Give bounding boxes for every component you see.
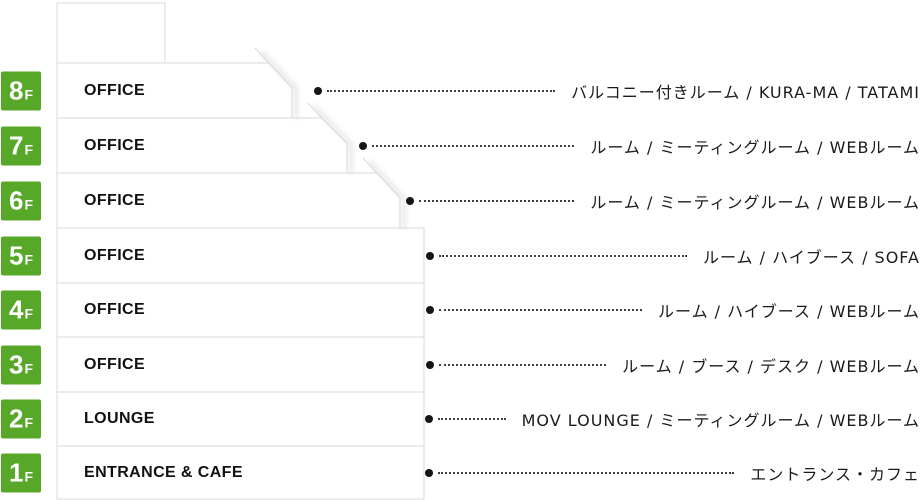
leader-line <box>438 471 735 474</box>
floor-number: 4 <box>8 294 24 325</box>
floor-suffix: F <box>24 86 34 102</box>
leader-line <box>419 199 575 202</box>
floor-slabs <box>56 2 425 500</box>
slab-1f <box>56 445 425 500</box>
leader: ルーム / ミーティングルーム / WEBルーム <box>406 189 920 213</box>
floor-number: 8 <box>8 75 24 105</box>
floor-suffix: F <box>24 251 34 267</box>
leader-dot <box>425 415 433 423</box>
leader-line <box>439 309 643 311</box>
leader: ルーム / ハイブース / WEBルーム <box>426 298 920 322</box>
slab-3f <box>56 336 425 393</box>
floor-number: 1 <box>8 457 24 487</box>
floor-description: ルーム / ブース / デスク / WEBルーム <box>622 356 920 376</box>
leader-line <box>439 254 688 257</box>
setback-diagonals <box>254 47 378 174</box>
leader-dot <box>359 141 367 150</box>
floor-label: LOUNGE <box>84 410 155 427</box>
leader-line <box>439 363 607 366</box>
leader: MOV LOUNGE / ミーティングルーム / WEBルーム <box>425 407 920 431</box>
leader: ルーム / ブース / デスク / WEBルーム <box>426 353 920 377</box>
floor-description: ルーム / ミーティングルーム / WEBルーム <box>590 137 920 157</box>
floor-description: ルーム / ミーティングルーム / WEBルーム <box>590 192 920 212</box>
floor-description: ルーム / ハイブース / WEBルーム <box>658 302 920 321</box>
leader: ルーム / ミーティングルーム / WEBルーム <box>359 134 920 158</box>
leader: バルコニー付きルーム / KURA-MA / TATAMI <box>314 79 920 103</box>
slab-5f <box>56 227 425 284</box>
floor-description: MOV LOUNGE / ミーティングルーム / WEBルーム <box>521 411 920 430</box>
leader-dot <box>426 306 434 314</box>
slab-2f <box>56 391 425 447</box>
floor-suffix: F <box>24 196 34 212</box>
floor-label: OFFICE <box>84 301 146 318</box>
floor-label: OFFICE <box>84 81 146 99</box>
floor-label: ENTRANCE & CAFE <box>84 463 243 481</box>
floor-label: OFFICE <box>84 191 146 209</box>
floor-suffix: F <box>24 468 34 484</box>
leader-line <box>372 144 575 147</box>
floor-description: ルーム / ハイブース / SOFA <box>703 247 920 267</box>
floor-suffix: F <box>24 141 34 157</box>
floor-label: OFFICE <box>84 355 146 373</box>
slab-6f <box>56 172 401 229</box>
floor-number: 3 <box>8 349 24 379</box>
step-shadows <box>259 49 406 229</box>
slab-7f <box>56 117 348 174</box>
leader-line <box>327 89 556 92</box>
slab-4f <box>56 282 425 338</box>
slab-8f <box>56 62 293 119</box>
leader-dot <box>406 196 414 205</box>
floor-label: OFFICE <box>84 136 146 154</box>
leader-dot <box>314 86 322 95</box>
floor-suffix: F <box>24 360 34 376</box>
floor-description: バルコニー付きルーム / KURA-MA / TATAMI <box>571 82 920 102</box>
floor-number: 2 <box>8 403 24 434</box>
leader: エントランス・カフェ <box>425 461 920 485</box>
leader-dot <box>425 468 433 477</box>
leader-dot <box>426 360 434 369</box>
leader-line <box>438 418 506 420</box>
floor-number: 7 <box>8 130 24 160</box>
floor-number: 5 <box>8 240 24 270</box>
floor-description: エントランス・カフェ <box>750 464 920 484</box>
floor-label: OFFICE <box>84 246 146 264</box>
floor-suffix: F <box>24 305 34 322</box>
leader-dot <box>426 251 434 260</box>
rooftop-structure <box>56 2 166 64</box>
leader: ルーム / ハイブース / SOFA <box>426 244 920 268</box>
floor-suffix: F <box>24 414 34 431</box>
floor-number: 6 <box>8 185 24 215</box>
